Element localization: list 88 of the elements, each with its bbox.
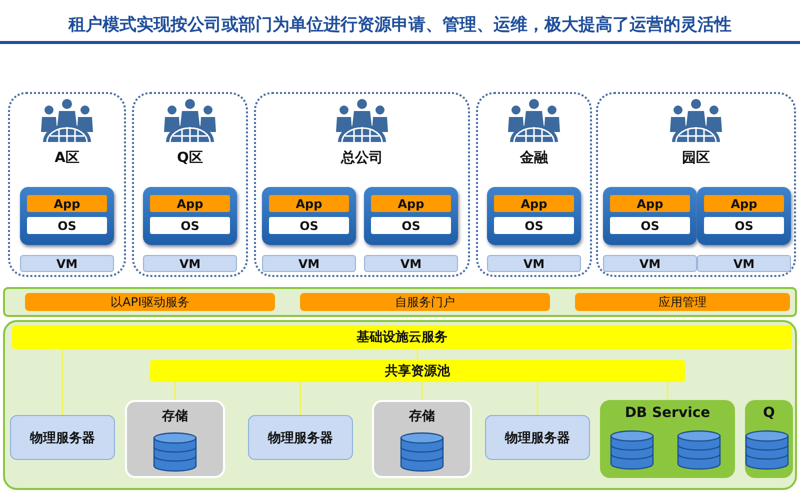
app-layer (494, 195, 574, 212)
os-layer (27, 217, 107, 234)
node-label: 物理服务器 (505, 430, 570, 446)
connector-line (300, 382, 302, 415)
resource-bar (150, 360, 685, 382)
connector-line (536, 382, 538, 415)
connector-line (421, 382, 423, 400)
node-label: App (398, 196, 424, 210)
node-label: App (520, 196, 548, 210)
node-label: 基础设施云服务 (356, 329, 448, 346)
vm-bar (262, 255, 356, 272)
connector-line (416, 349, 418, 360)
node-label: 存储 (162, 408, 188, 425)
vm-stack (262, 187, 356, 245)
vm-bar (603, 255, 697, 272)
storage-box (372, 400, 472, 478)
vm-stack (697, 187, 791, 245)
os-layer (269, 217, 349, 234)
service-bar (300, 293, 550, 311)
resource-bar (12, 325, 792, 349)
os-layer (150, 217, 230, 234)
node-label: OS (524, 218, 544, 232)
node-label: App (730, 196, 758, 210)
app-layer (27, 195, 107, 212)
connector-line (174, 382, 176, 400)
app-layer (150, 195, 230, 212)
os-layer (610, 217, 690, 234)
node-label: OS (402, 218, 420, 232)
vm-bar (697, 255, 791, 272)
service-bar (25, 293, 275, 311)
storage-box (125, 400, 225, 478)
app-layer (371, 195, 451, 212)
vm-bar (364, 255, 458, 272)
node-label: VM (733, 256, 755, 270)
node-label: VM (56, 256, 78, 270)
node-label: App (636, 196, 664, 210)
node-label: 园区 (682, 149, 710, 167)
vm-bar (20, 255, 114, 272)
node-label: 以API驱动服务 (110, 294, 190, 310)
app-layer (610, 195, 690, 212)
vm-stack (487, 187, 581, 245)
service-band (3, 287, 797, 317)
node-label: App (296, 196, 322, 210)
node-label: OS (180, 218, 200, 232)
app-layer (269, 195, 349, 212)
node-label: Q区 (177, 149, 203, 167)
node-label: VM (639, 256, 661, 270)
connector-line (62, 349, 64, 415)
node-label: VM (179, 256, 201, 270)
service-bar (575, 293, 790, 311)
os-layer (494, 217, 574, 234)
node-label: VM (400, 256, 422, 270)
vm-stack (20, 187, 114, 245)
node-label: App (176, 196, 204, 210)
server-box (248, 415, 353, 460)
service-box (600, 400, 735, 478)
node-label: App (54, 196, 80, 210)
node-label: OS (58, 218, 76, 232)
node-label: DB Service (624, 405, 710, 421)
vm-bar (143, 255, 237, 272)
node-label: VM (523, 256, 545, 270)
node-label: A区 (54, 149, 80, 167)
node-label: Q (763, 405, 775, 421)
node-label: 金融 (520, 149, 548, 167)
node-label: 自服务门户 (395, 294, 455, 310)
os-layer (371, 217, 451, 234)
node-label: OS (300, 218, 318, 232)
service-box (745, 400, 793, 478)
connector-line (666, 382, 668, 400)
node-label: VM (298, 256, 320, 270)
title: 租户模式实现按公司或部门为单位进行资源申请、管理、运维，极大提高了运营的灵活性 (0, 10, 800, 44)
vm-stack (603, 187, 697, 245)
vm-stack (143, 187, 237, 245)
node-label: 总公司 (341, 149, 383, 167)
node-label: 应用管理 (658, 294, 706, 310)
os-layer (704, 217, 784, 234)
app-layer (704, 195, 784, 212)
node-label: 共享资源池 (385, 362, 450, 380)
vm-stack (364, 187, 458, 245)
server-box (485, 415, 590, 460)
node-label: OS (734, 218, 754, 232)
node-label: 物理服务器 (268, 430, 333, 446)
node-label: 物理服务器 (30, 430, 95, 446)
node-label: OS (640, 218, 660, 232)
vm-bar (487, 255, 581, 272)
server-box (10, 415, 115, 460)
infrastructure-panel (3, 320, 797, 490)
node-label: 存储 (409, 408, 435, 425)
